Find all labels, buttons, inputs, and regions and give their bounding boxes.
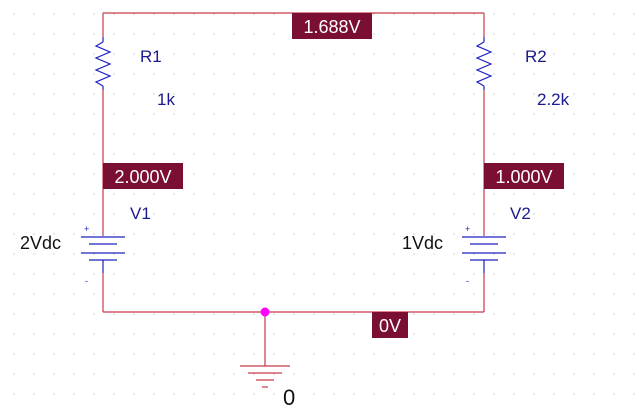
v2-minus: - bbox=[466, 276, 469, 286]
battery-v2[interactable] bbox=[462, 236, 506, 273]
r2-value: 2.2k bbox=[537, 90, 570, 109]
r2-name: R2 bbox=[525, 47, 547, 66]
probe-bottom[interactable]: 0V bbox=[372, 312, 408, 338]
ground-label: 0 bbox=[283, 385, 295, 410]
v2-plus: + bbox=[465, 224, 470, 234]
v1-minus: - bbox=[85, 276, 88, 286]
v1-plus: + bbox=[84, 224, 89, 234]
probe-right-value: 1.000V bbox=[495, 167, 552, 187]
ground-symbol[interactable] bbox=[240, 365, 290, 388]
probe-right[interactable]: 1.000V bbox=[484, 163, 564, 189]
junction-dot[interactable] bbox=[260, 307, 270, 317]
resistor-r1[interactable] bbox=[94, 37, 112, 90]
r1-name: R1 bbox=[140, 47, 162, 66]
v2-value: 1Vdc bbox=[402, 233, 443, 253]
battery-v1[interactable] bbox=[81, 236, 125, 273]
probe-top[interactable]: 1.688V bbox=[292, 13, 372, 39]
probe-left-value: 2.000V bbox=[114, 167, 171, 187]
probe-top-value: 1.688V bbox=[303, 17, 360, 37]
v1-value: 2Vdc bbox=[20, 233, 61, 253]
probe-bottom-value: 0V bbox=[379, 316, 401, 336]
resistor-r2[interactable] bbox=[475, 37, 493, 90]
probe-left[interactable]: 2.000V bbox=[103, 163, 183, 189]
v1-name: V1 bbox=[130, 204, 151, 223]
v2-name: V2 bbox=[510, 204, 531, 223]
r1-value: 1k bbox=[157, 90, 175, 109]
